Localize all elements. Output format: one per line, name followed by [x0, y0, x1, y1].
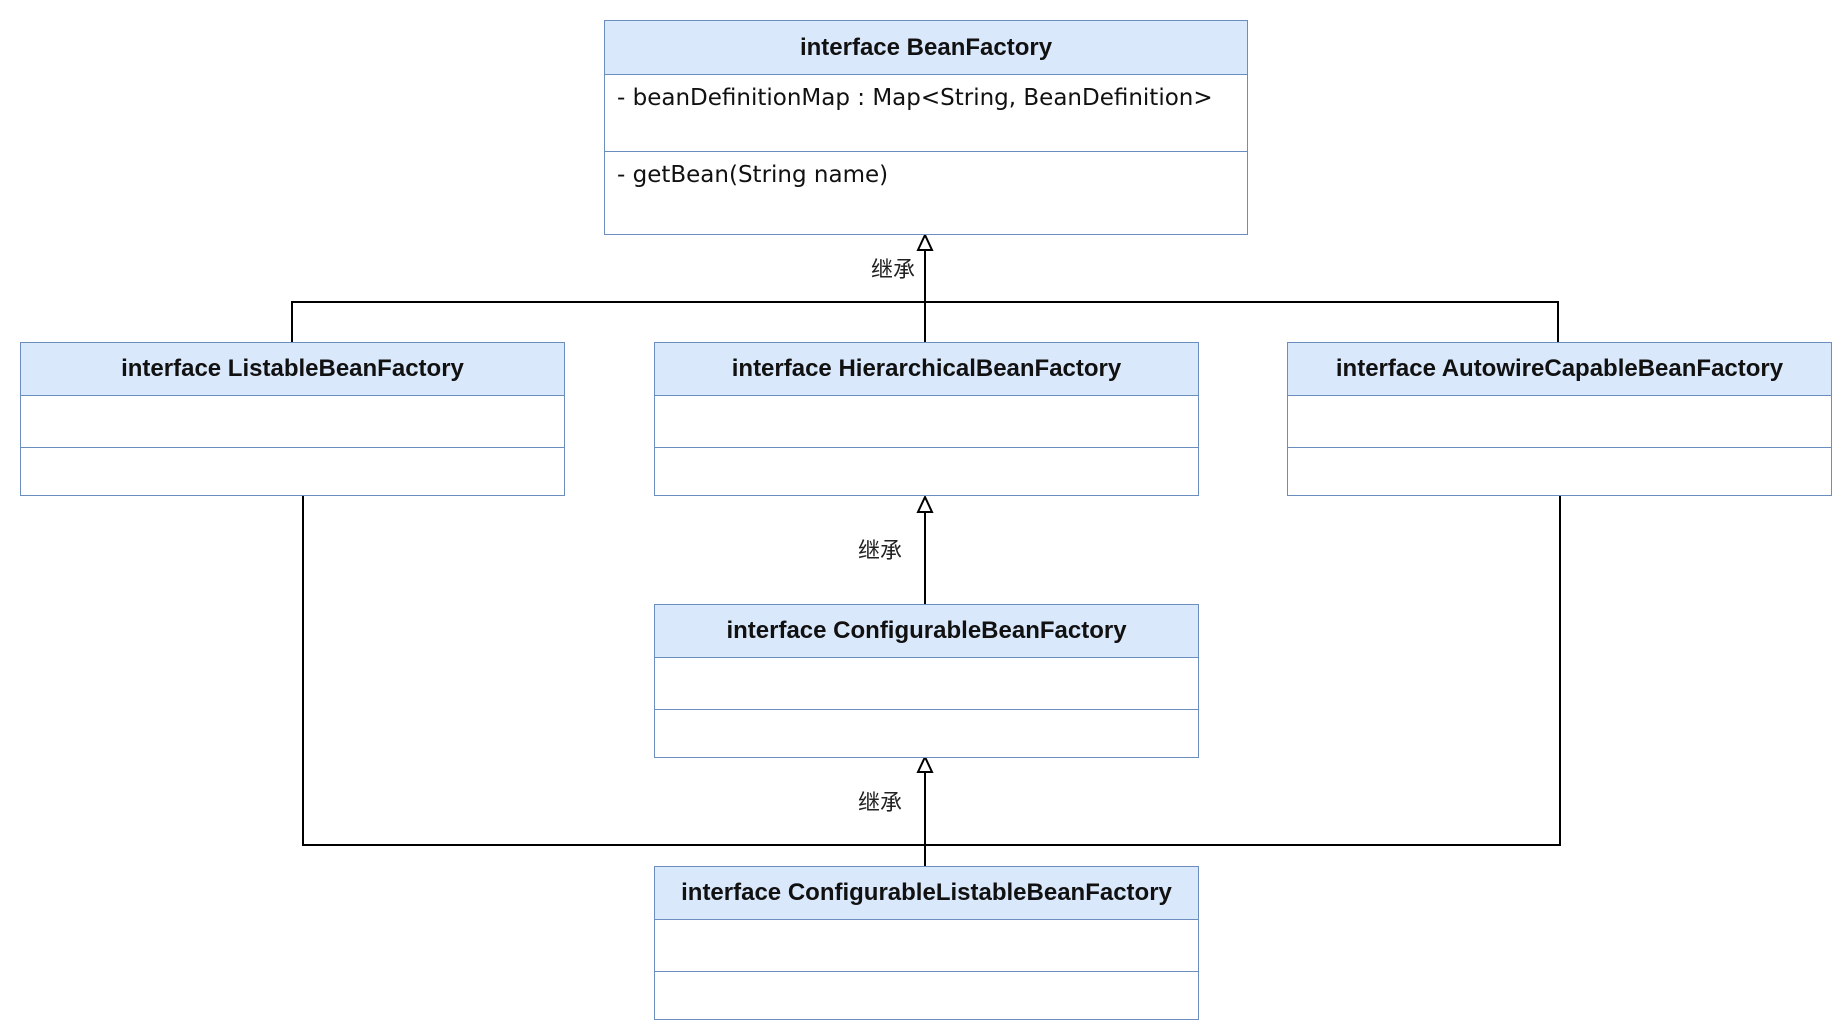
- methods-section-bean-factory: - getBean(String name): [605, 151, 1247, 234]
- class-title-hierarchical-bean-factory: interface HierarchicalBeanFactory: [655, 343, 1198, 396]
- class-title-autowire-capable-bean-factory: interface AutowireCapableBeanFactory: [1288, 343, 1831, 396]
- edge-label-inherit-bottom: 继承: [858, 791, 903, 816]
- attributes-section-listable-bean-factory: [21, 396, 564, 447]
- class-box-configurable-bean-factory[interactable]: interface ConfigurableBeanFactory: [654, 604, 1199, 758]
- class-title-bean-factory: interface BeanFactory: [605, 21, 1247, 75]
- inheritance-arrowhead-bean-factory: [916, 232, 934, 251]
- attributes-section-configurable-bean-factory: [655, 658, 1198, 709]
- class-title-listable-bean-factory: interface ListableBeanFactory: [21, 343, 564, 396]
- method-get-bean: - getBean(String name): [617, 162, 889, 188]
- class-title-configurable-bean-factory: interface ConfigurableBeanFactory: [655, 605, 1198, 658]
- edge-label-inherit-middle: 继承: [858, 539, 903, 564]
- class-box-autowire-capable-bean-factory[interactable]: interface AutowireCapableBeanFactory: [1287, 342, 1832, 496]
- connector-configurable-listable-to-autowire: [925, 496, 1561, 846]
- class-box-bean-factory[interactable]: interface BeanFactory - beanDefinitionMa…: [604, 20, 1248, 235]
- connector-listable-to-bean-factory: [291, 248, 926, 342]
- edge-label-inherit-top: 继承: [871, 258, 916, 283]
- attributes-section-hierarchical-bean-factory: [655, 396, 1198, 447]
- class-box-configurable-listable-bean-factory[interactable]: interface ConfigurableListableBeanFactor…: [654, 866, 1199, 1020]
- methods-section-listable-bean-factory: [21, 447, 564, 495]
- attributes-section-bean-factory: - beanDefinitionMap : Map<String, BeanDe…: [605, 75, 1247, 151]
- inheritance-arrowhead-configurable: [916, 754, 934, 773]
- attribute-bean-definition-map: - beanDefinitionMap : Map<String, BeanDe…: [617, 85, 1213, 111]
- class-box-listable-bean-factory[interactable]: interface ListableBeanFactory: [20, 342, 565, 496]
- connector-configurable-listable-to-listable: [302, 496, 925, 846]
- methods-section-hierarchical-bean-factory: [655, 447, 1198, 495]
- methods-section-configurable-listable-bean-factory: [655, 971, 1198, 1019]
- attributes-section-autowire-capable-bean-factory: [1288, 396, 1831, 447]
- inheritance-arrowhead-hierarchical: [916, 494, 934, 513]
- connector-autowire-to-bean-factory: [925, 301, 1559, 342]
- methods-section-autowire-capable-bean-factory: [1288, 447, 1831, 495]
- attributes-section-configurable-listable-bean-factory: [655, 920, 1198, 971]
- class-title-configurable-listable-bean-factory: interface ConfigurableListableBeanFactor…: [655, 867, 1198, 920]
- class-box-hierarchical-bean-factory[interactable]: interface HierarchicalBeanFactory: [654, 342, 1199, 496]
- methods-section-configurable-bean-factory: [655, 709, 1198, 757]
